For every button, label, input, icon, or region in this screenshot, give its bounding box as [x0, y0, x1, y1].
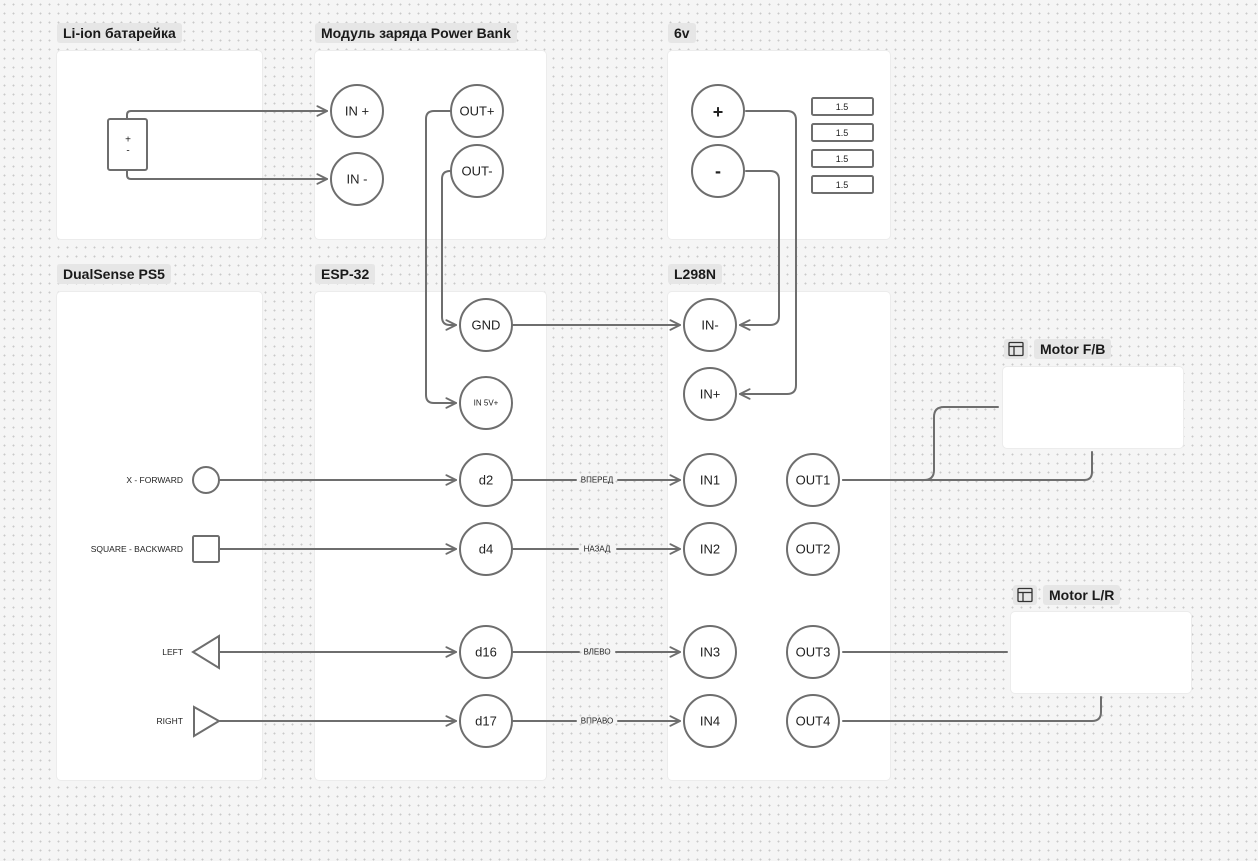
node-l298n-out2[interactable] [786, 522, 840, 576]
wire-battery-minus[interactable] [126, 169, 328, 185]
6v-plus-label: + [713, 102, 724, 122]
node-6v-minus[interactable] [691, 144, 745, 198]
wire-label-forward: ВПЕРЕД [581, 476, 614, 485]
node-l298n-out3[interactable] [786, 625, 840, 679]
frame-label-dualsense[interactable]: DualSense PS5 [57, 264, 171, 284]
pb-in-minus-label: IN - [347, 172, 368, 187]
node-pb-out-plus[interactable] [450, 84, 504, 138]
l298n-out3-label: OUT3 [796, 645, 831, 660]
frame-label-motor-fb[interactable]: Motor F/B [1034, 339, 1112, 359]
node-esp-d4[interactable] [459, 522, 513, 576]
node-pb-in-minus[interactable] [330, 152, 384, 206]
cell-box[interactable] [811, 149, 874, 168]
frame-label-l298n[interactable]: L298N [668, 264, 723, 284]
pb-out-plus-label: OUT+ [459, 104, 494, 119]
node-l298n-in-minus[interactable] [683, 298, 737, 352]
frame-label-esp32[interactable]: ESP-32 [315, 264, 376, 284]
l298n-out4-label: OUT4 [796, 714, 831, 729]
l298n-in2-label: IN2 [700, 542, 720, 557]
l298n-in1-label: IN1 [700, 473, 720, 488]
cell-label: 1.5 [836, 128, 849, 138]
cross-button-shape[interactable] [192, 466, 220, 494]
node-l298n-out1[interactable] [786, 453, 840, 507]
wire-out4-motor-lr[interactable] [842, 696, 1102, 722]
frame-power-bank[interactable] [315, 51, 546, 239]
6v-minus-label: - [715, 161, 721, 181]
l298n-in-minus-label: IN- [701, 318, 718, 333]
esp-d17-label: d17 [475, 714, 497, 729]
battery-icon[interactable] [107, 118, 148, 171]
component-icon-glyph [1008, 341, 1024, 357]
node-esp-gnd[interactable] [459, 298, 513, 352]
node-l298n-in2[interactable] [683, 522, 737, 576]
left-triangle-shape[interactable] [191, 634, 220, 670]
wire-out1-motor-fb[interactable] [842, 406, 999, 481]
frame-label-power-bank[interactable]: Модуль заряда Power Bank [315, 23, 517, 43]
esp-d16-label: d16 [475, 645, 497, 660]
battery-minus-label: - [126, 146, 129, 157]
l298n-in4-label: IN4 [700, 714, 720, 729]
frame-label-li-ion[interactable]: Li-ion батарейка [57, 23, 182, 43]
l298n-in3-label: IN3 [700, 645, 720, 660]
node-esp-d17[interactable] [459, 694, 513, 748]
cell-box[interactable] [811, 123, 874, 142]
wire-label-backward: НАЗАД [584, 545, 611, 554]
x-forward-label: X - FORWARD [126, 475, 183, 485]
node-l298n-in-plus[interactable] [683, 367, 737, 421]
component-icon[interactable] [1004, 339, 1028, 359]
node-l298n-in3[interactable] [683, 625, 737, 679]
square-backward-label: SQUARE - BACKWARD [91, 544, 183, 554]
node-pb-in-plus[interactable] [330, 84, 384, 138]
cell-box[interactable] [811, 175, 874, 194]
node-esp-d2[interactable] [459, 453, 513, 507]
cell-box[interactable] [811, 97, 874, 116]
wire-label-right: ВПРАВО [581, 717, 614, 726]
cell-label: 1.5 [836, 102, 849, 112]
esp-5v-label: IN 5V+ [474, 399, 499, 408]
square-button-shape[interactable] [192, 535, 220, 563]
frame-label-motor-lr[interactable]: Motor L/R [1043, 585, 1121, 605]
wire-label-left: ВЛЕВО [583, 648, 610, 657]
esp-gnd-label: GND [472, 318, 501, 333]
wire-out1-motor-fb-b[interactable] [842, 451, 1093, 481]
component-icon-glyph [1017, 587, 1033, 603]
l298n-out1-label: OUT1 [796, 473, 831, 488]
battery-plus-label: + [125, 135, 131, 146]
node-esp-d16[interactable] [459, 625, 513, 679]
l298n-out2-label: OUT2 [796, 542, 831, 557]
frame-li-ion[interactable] [57, 51, 262, 239]
frame-motor-lr[interactable] [1011, 612, 1191, 693]
cell-label: 1.5 [836, 154, 849, 164]
node-l298n-in1[interactable] [683, 453, 737, 507]
left-label: LEFT [162, 647, 183, 657]
node-6v-plus[interactable] [691, 84, 745, 138]
wire-out-plus-5v[interactable] [425, 110, 457, 409]
wire-6v-plus[interactable] [739, 110, 797, 400]
right-triangle-shape[interactable] [193, 705, 221, 738]
esp-d4-label: d4 [479, 542, 493, 557]
node-esp-5v[interactable] [459, 376, 513, 430]
frame-label-6v[interactable]: 6v [668, 23, 696, 43]
wire-out-minus-gnd[interactable] [441, 170, 457, 331]
esp-d2-label: d2 [479, 473, 493, 488]
cell-label: 1.5 [836, 180, 849, 190]
node-pb-out-minus[interactable] [450, 144, 504, 198]
pb-in-plus-label: IN + [345, 104, 369, 119]
component-icon[interactable] [1013, 585, 1037, 605]
node-l298n-out4[interactable] [786, 694, 840, 748]
pb-out-minus-label: OUT- [461, 164, 492, 179]
wire-6v-minus[interactable] [739, 170, 780, 331]
frame-dualsense[interactable] [57, 292, 262, 780]
wire-battery-plus[interactable] [126, 105, 328, 120]
node-l298n-in4[interactable] [683, 694, 737, 748]
frame-motor-fb[interactable] [1003, 367, 1183, 448]
right-label: RIGHT [157, 716, 183, 726]
l298n-in-plus-label: IN+ [700, 387, 721, 402]
